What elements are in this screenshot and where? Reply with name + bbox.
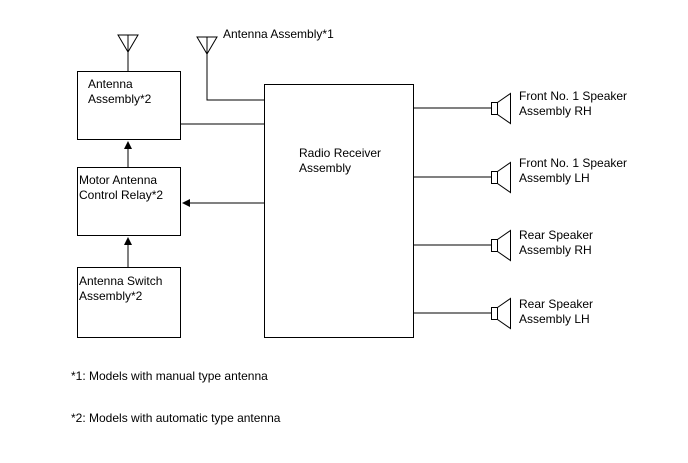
antenna-2-icon <box>117 34 139 71</box>
radio-receiver-line1: Radio Receiver <box>299 146 382 160</box>
antenna-switch-line2: Assembly*2 <box>79 289 143 303</box>
speaker-front-lh-label: Front No. 1 Speaker Assembly LH <box>519 156 627 186</box>
motor-antenna-relay-line2: Control Relay*2 <box>79 188 164 202</box>
antenna-switch-label: Antenna Switch Assembly*2 <box>79 274 162 304</box>
speaker-rear-rh-icon <box>491 229 511 262</box>
radio-receiver-line2: Assembly <box>299 161 352 175</box>
speaker-rear-lh-line1: Rear Speaker <box>519 297 594 311</box>
speaker-front-rh-label: Front No. 1 Speaker Assembly RH <box>519 89 627 119</box>
motor-antenna-relay-label: Motor Antenna Control Relay*2 <box>79 173 163 203</box>
speaker-rear-lh-line2: Assembly LH <box>519 312 590 326</box>
speaker-rear-rh-line1: Rear Speaker <box>519 228 594 242</box>
footnote-1: *1: Models with manual type antenna <box>71 369 268 383</box>
speaker-rear-lh-label: Rear Speaker Assembly LH <box>519 297 593 327</box>
speaker-front-rh-line1: Front No. 1 Speaker <box>519 89 628 103</box>
antenna-assembly-2-line1: Antenna <box>88 77 133 91</box>
antenna-assembly-1-label: Antenna Assembly*1 <box>223 27 334 41</box>
antenna-assembly-2-box <box>77 71 181 140</box>
antenna-switch-line1: Antenna Switch <box>79 274 163 288</box>
speaker-front-rh-icon <box>491 92 511 125</box>
motor-antenna-relay-line1: Motor Antenna <box>79 173 158 187</box>
speaker-front-lh-line2: Assembly LH <box>519 171 590 185</box>
antenna-assembly-2-line2: Assembly*2 <box>88 92 152 106</box>
antenna-assembly-2-label: Antenna Assembly*2 <box>88 77 151 107</box>
speaker-front-lh-line1: Front No. 1 Speaker <box>519 156 628 170</box>
speaker-rear-rh-label: Rear Speaker Assembly RH <box>519 228 593 258</box>
speaker-rear-rh-line2: Assembly RH <box>519 243 592 257</box>
motor-antenna-relay-box <box>77 167 181 236</box>
footnote-2: *2: Models with automatic type antenna <box>71 411 281 425</box>
speaker-rear-lh-icon <box>491 297 511 330</box>
speaker-front-lh-icon <box>491 161 511 194</box>
radio-receiver-label: Radio Receiver Assembly <box>299 146 381 176</box>
antenna-1-icon <box>196 36 264 101</box>
radio-receiver-box <box>264 84 414 338</box>
antenna-switch-box <box>77 267 181 338</box>
speaker-front-rh-line2: Assembly RH <box>519 104 592 118</box>
